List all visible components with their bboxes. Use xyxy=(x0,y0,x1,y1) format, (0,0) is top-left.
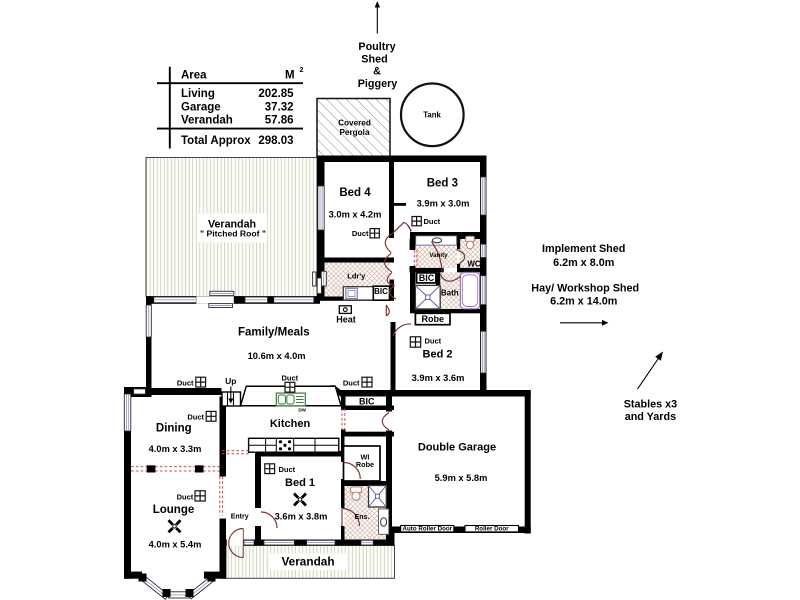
svg-text:Hay/ Workshop Shed: Hay/ Workshop Shed xyxy=(531,283,639,295)
svg-text:Duct: Duct xyxy=(343,379,360,388)
svg-text:Kitchen: Kitchen xyxy=(270,418,311,430)
svg-text:Bed 4: Bed 4 xyxy=(339,187,371,199)
svg-text:Double Garage: Double Garage xyxy=(418,442,496,454)
svg-text:Family/Meals: Family/Meals xyxy=(238,327,310,339)
svg-text:Robe: Robe xyxy=(422,314,445,324)
svg-text:2: 2 xyxy=(300,67,304,74)
svg-text:Duct: Duct xyxy=(187,413,204,422)
svg-text:Duct: Duct xyxy=(425,337,442,346)
svg-text:3.9m x 3.6m: 3.9m x 3.6m xyxy=(412,373,465,383)
svg-text:Heat: Heat xyxy=(336,315,356,325)
svg-text:Verandah: Verandah xyxy=(181,115,233,127)
svg-text:DW: DW xyxy=(298,408,306,413)
svg-text:4.0m x 3.3m: 4.0m x 3.3m xyxy=(149,444,202,454)
svg-text:Entry: Entry xyxy=(231,514,249,521)
svg-text:Living: Living xyxy=(181,88,215,100)
svg-text:Lounge: Lounge xyxy=(153,504,195,516)
svg-text:Vanity: Vanity xyxy=(429,252,448,259)
svg-text:6.2m x 14.0m: 6.2m x 14.0m xyxy=(550,296,617,308)
svg-text:Duct: Duct xyxy=(177,493,194,502)
svg-text:Duct: Duct xyxy=(424,217,441,226)
svg-text:Total Approx: Total Approx xyxy=(181,135,251,147)
svg-text:Dining: Dining xyxy=(156,423,192,435)
svg-text:Bed 3: Bed 3 xyxy=(427,178,458,190)
svg-text:Duct: Duct xyxy=(279,465,296,474)
svg-text:WI: WI xyxy=(361,453,370,462)
svg-text:Duct: Duct xyxy=(352,229,369,238)
svg-text:Auto Roller Door: Auto Roller Door xyxy=(403,526,453,533)
svg-text:Up: Up xyxy=(225,376,236,386)
svg-text:Duct: Duct xyxy=(281,374,298,383)
svg-text:3.6m x 3.8m: 3.6m x 3.8m xyxy=(275,512,328,522)
svg-text:&: & xyxy=(373,66,381,78)
svg-text:and Yards: and Yards xyxy=(625,411,676,423)
svg-text:Shed: Shed xyxy=(361,53,387,65)
svg-text:Tank: Tank xyxy=(423,111,441,120)
svg-text:Roller Door: Roller Door xyxy=(475,526,509,533)
svg-text:Verandah: Verandah xyxy=(208,219,256,231)
svg-text:Bath: Bath xyxy=(441,289,459,298)
svg-text:3.0m x 4.2m: 3.0m x 4.2m xyxy=(329,209,382,219)
svg-text:BIC: BIC xyxy=(359,396,375,406)
svg-text:5.9m x 5.8m: 5.9m x 5.8m xyxy=(435,473,488,483)
svg-text:Ldr'y: Ldr'y xyxy=(347,272,366,281)
svg-text:3.9m x 3.0m: 3.9m x 3.0m xyxy=(417,198,470,208)
svg-text:WC: WC xyxy=(467,260,481,269)
svg-text:Bed 1: Bed 1 xyxy=(285,477,315,489)
svg-text:BIC: BIC xyxy=(374,287,388,296)
svg-text:4.0m x 5.4m: 4.0m x 5.4m xyxy=(149,540,202,550)
svg-text:202.85: 202.85 xyxy=(258,88,294,100)
svg-text:Area: Area xyxy=(181,70,207,82)
svg-text:Garage: Garage xyxy=(181,101,221,113)
svg-text:37.32: 37.32 xyxy=(265,101,294,113)
svg-text:Pergola: Pergola xyxy=(339,128,369,137)
svg-text:BIC: BIC xyxy=(419,273,435,283)
svg-text:M: M xyxy=(285,70,295,82)
svg-text:Poultry: Poultry xyxy=(358,41,395,53)
svg-text:Ens.: Ens. xyxy=(355,514,370,521)
svg-text:Implement Shed: Implement Shed xyxy=(542,243,625,255)
svg-text:10.6m x 4.0m: 10.6m x 4.0m xyxy=(248,351,306,361)
svg-text:6.2m x 8.0m: 6.2m x 8.0m xyxy=(553,257,614,269)
svg-text:Duct: Duct xyxy=(177,379,194,388)
svg-text:Covered: Covered xyxy=(338,118,371,127)
svg-text:Bed 2: Bed 2 xyxy=(423,349,453,361)
svg-text:57.86: 57.86 xyxy=(265,115,294,127)
svg-text:Piggery: Piggery xyxy=(358,78,398,90)
svg-text:Stables x3: Stables x3 xyxy=(624,399,677,411)
svg-text:298.03: 298.03 xyxy=(258,135,293,147)
svg-text:Verandah: Verandah xyxy=(281,555,334,569)
svg-text:" Pitched Roof ": " Pitched Roof " xyxy=(200,229,266,239)
svg-text:Robe: Robe xyxy=(356,460,374,469)
